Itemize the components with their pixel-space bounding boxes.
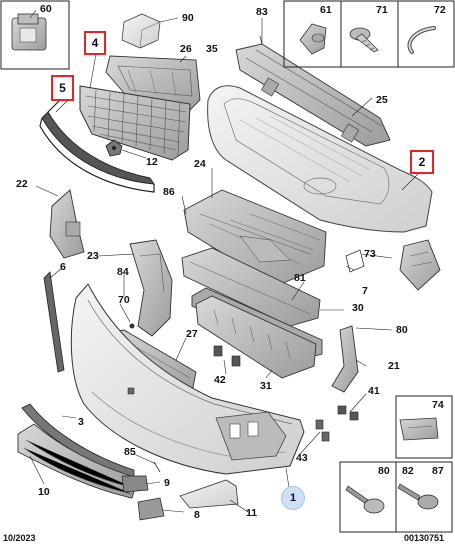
callout-4-highlighted: 4 (84, 31, 106, 55)
callout-27: 27 (186, 328, 198, 340)
lower-shield-24-part (183, 189, 327, 287)
callout-80-upper: 80 (396, 324, 408, 336)
callout-74: 74 (432, 399, 444, 411)
plug-7-part (345, 249, 365, 273)
callout-72: 72 (434, 4, 446, 16)
callout-80-lower: 80 (378, 465, 390, 477)
clips-43-part (315, 419, 330, 442)
absorber-81-part (181, 247, 321, 327)
callout-85: 85 (124, 446, 136, 458)
box-74 (395, 395, 453, 459)
callout-61: 61 (320, 4, 332, 16)
callout-11: 11 (246, 507, 258, 519)
callout-60: 60 (40, 3, 52, 15)
callout-1-badge: 1 (281, 486, 305, 510)
clips-41-part (337, 405, 359, 421)
push-rivet-71-part (349, 27, 379, 53)
callout-10: 10 (38, 486, 50, 498)
callout-41: 41 (368, 385, 380, 397)
side-guide-22-part (49, 189, 85, 259)
callout-83: 83 (256, 6, 268, 18)
callout-30: 30 (352, 302, 364, 314)
callout-25: 25 (376, 94, 388, 106)
clip-12-part (105, 139, 123, 157)
screw-80-part (345, 485, 385, 514)
callout-31: 31 (260, 380, 272, 392)
clips-42-part (213, 345, 241, 367)
nut-61-part (299, 23, 327, 55)
bumper-cover-1-part (70, 283, 305, 475)
callout-8: 8 (194, 509, 200, 521)
callout-82: 82 (402, 465, 414, 477)
callout-5-highlighted: 5 (51, 75, 74, 101)
side-guide-23-part (129, 239, 173, 337)
callout-90: 90 (182, 12, 194, 24)
callout-3: 3 (78, 416, 84, 428)
box-61-71-72 (283, 0, 455, 68)
callout-81: 81 (294, 272, 306, 284)
callout-87: 87 (432, 465, 444, 477)
grille-frame-5-part (39, 99, 155, 193)
callout-6: 6 (60, 261, 66, 273)
callout-70: 70 (118, 294, 130, 306)
absorber-31-part (195, 295, 317, 379)
trim-3-part (21, 403, 135, 479)
callout-43: 43 (296, 452, 308, 464)
callout-84: 84 (117, 266, 129, 278)
strip-11-part (179, 479, 239, 509)
bracket-9-part (121, 475, 149, 493)
side-moulding-6-part (43, 271, 65, 373)
plate-73-part (399, 239, 441, 291)
callout-12: 12 (146, 156, 158, 168)
screw-82-87-part (397, 483, 439, 510)
lower-grille-10-part (17, 423, 139, 499)
callout-24: 24 (194, 158, 206, 170)
callout-71: 71 (376, 4, 388, 16)
footer-date: 10/2023 (3, 533, 36, 543)
callout-21: 21 (388, 360, 400, 372)
cover-8-part (137, 497, 165, 521)
callout-42: 42 (214, 374, 226, 386)
callout-23: 23 (87, 250, 99, 262)
seal-72-part (407, 26, 436, 54)
callout-9: 9 (164, 477, 170, 489)
callout-86: 86 (163, 186, 175, 198)
leader-lines (29, 9, 419, 513)
grille-4-part (79, 85, 191, 161)
footer-reference: 00130751 (404, 533, 445, 543)
front-upper-panel-2-part (207, 85, 433, 233)
bracket-21-part (331, 325, 359, 393)
callout-26: 26 (180, 43, 192, 55)
bracket-74-part (399, 417, 439, 441)
clip-90-part (121, 13, 161, 49)
callout-2-highlighted: 2 (410, 150, 434, 174)
callout-35: 35 (206, 43, 218, 55)
box-60 (0, 0, 70, 70)
callout-73: 73 (364, 248, 376, 260)
clip-60-part (11, 13, 47, 51)
callout-22: 22 (16, 178, 28, 190)
callout-7: 7 (362, 285, 368, 297)
